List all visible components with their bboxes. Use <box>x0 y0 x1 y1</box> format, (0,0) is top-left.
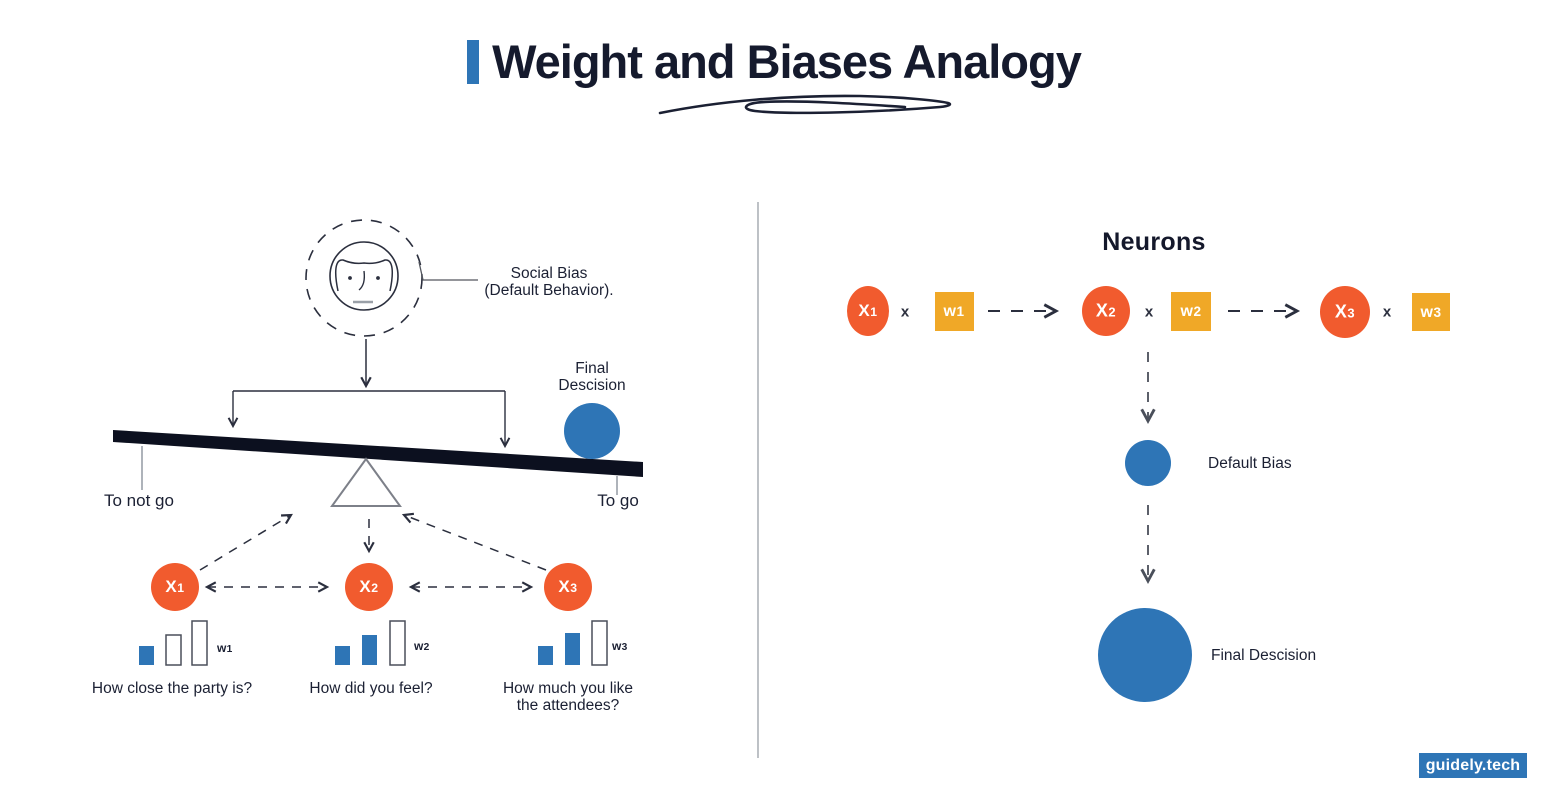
multiply-sign-3: x <box>1382 303 1392 321</box>
default-bias-circle <box>1125 440 1171 486</box>
neuron-w2-label: w2 <box>1180 303 1202 320</box>
page-title: Weight and Biases Analogy <box>492 35 1082 88</box>
neurons-heading: Neurons <box>1102 228 1206 256</box>
person-face-icon <box>305 219 423 337</box>
neuron-w3-label: w3 <box>1420 304 1442 321</box>
title-accent-bar <box>467 39 480 84</box>
seesaw-plank <box>113 430 643 477</box>
final-decision-ball <box>564 403 620 459</box>
question-1: How close the party is? <box>91 680 253 697</box>
weight-bars-w2 <box>335 620 406 666</box>
seesaw-fulcrum-triangle <box>330 457 402 507</box>
seesaw-bracket-arrows <box>227 390 511 449</box>
multiply-sign-1: x <box>900 303 910 321</box>
neuron-x2-label: X2 <box>1095 300 1117 321</box>
question-2: How did you feel? <box>309 680 433 697</box>
final-decision-circle <box>1098 608 1192 702</box>
final-decision-right-label: Final Descision <box>1211 647 1317 664</box>
question-3: How much you like the attendees? <box>502 680 634 714</box>
title-underline-swoosh-icon <box>658 94 952 115</box>
weight-bars-w3 <box>538 620 608 666</box>
neuron-x1-label: X1 <box>858 301 878 320</box>
neuron-x3-label: X3 <box>1334 301 1356 322</box>
guidely-tech-logo: guidely.tech <box>1419 753 1527 778</box>
social-bias-label: Social Bias (Default Behavior). <box>484 265 614 299</box>
neuron-w1-label: w1 <box>943 303 965 320</box>
multiply-sign-2: x <box>1144 303 1154 321</box>
final-decision-left-label: Final Descision <box>558 360 626 394</box>
weight-w3-label: w3 <box>612 639 628 653</box>
weight-bars-w1 <box>139 620 208 666</box>
input-node-x3-label: X3 <box>558 577 578 596</box>
to-not-go-label: To not go <box>104 491 174 510</box>
weight-w2-label: w2 <box>414 639 430 653</box>
input-node-x1-label: X1 <box>165 577 185 596</box>
input-node-x2-label: X2 <box>359 577 379 596</box>
to-go-label: To go <box>597 491 639 510</box>
default-bias-label: Default Bias <box>1208 455 1292 472</box>
page-title-block: Weight and Biases Analogy <box>0 34 1548 89</box>
weight-w1-label: w1 <box>217 641 233 655</box>
